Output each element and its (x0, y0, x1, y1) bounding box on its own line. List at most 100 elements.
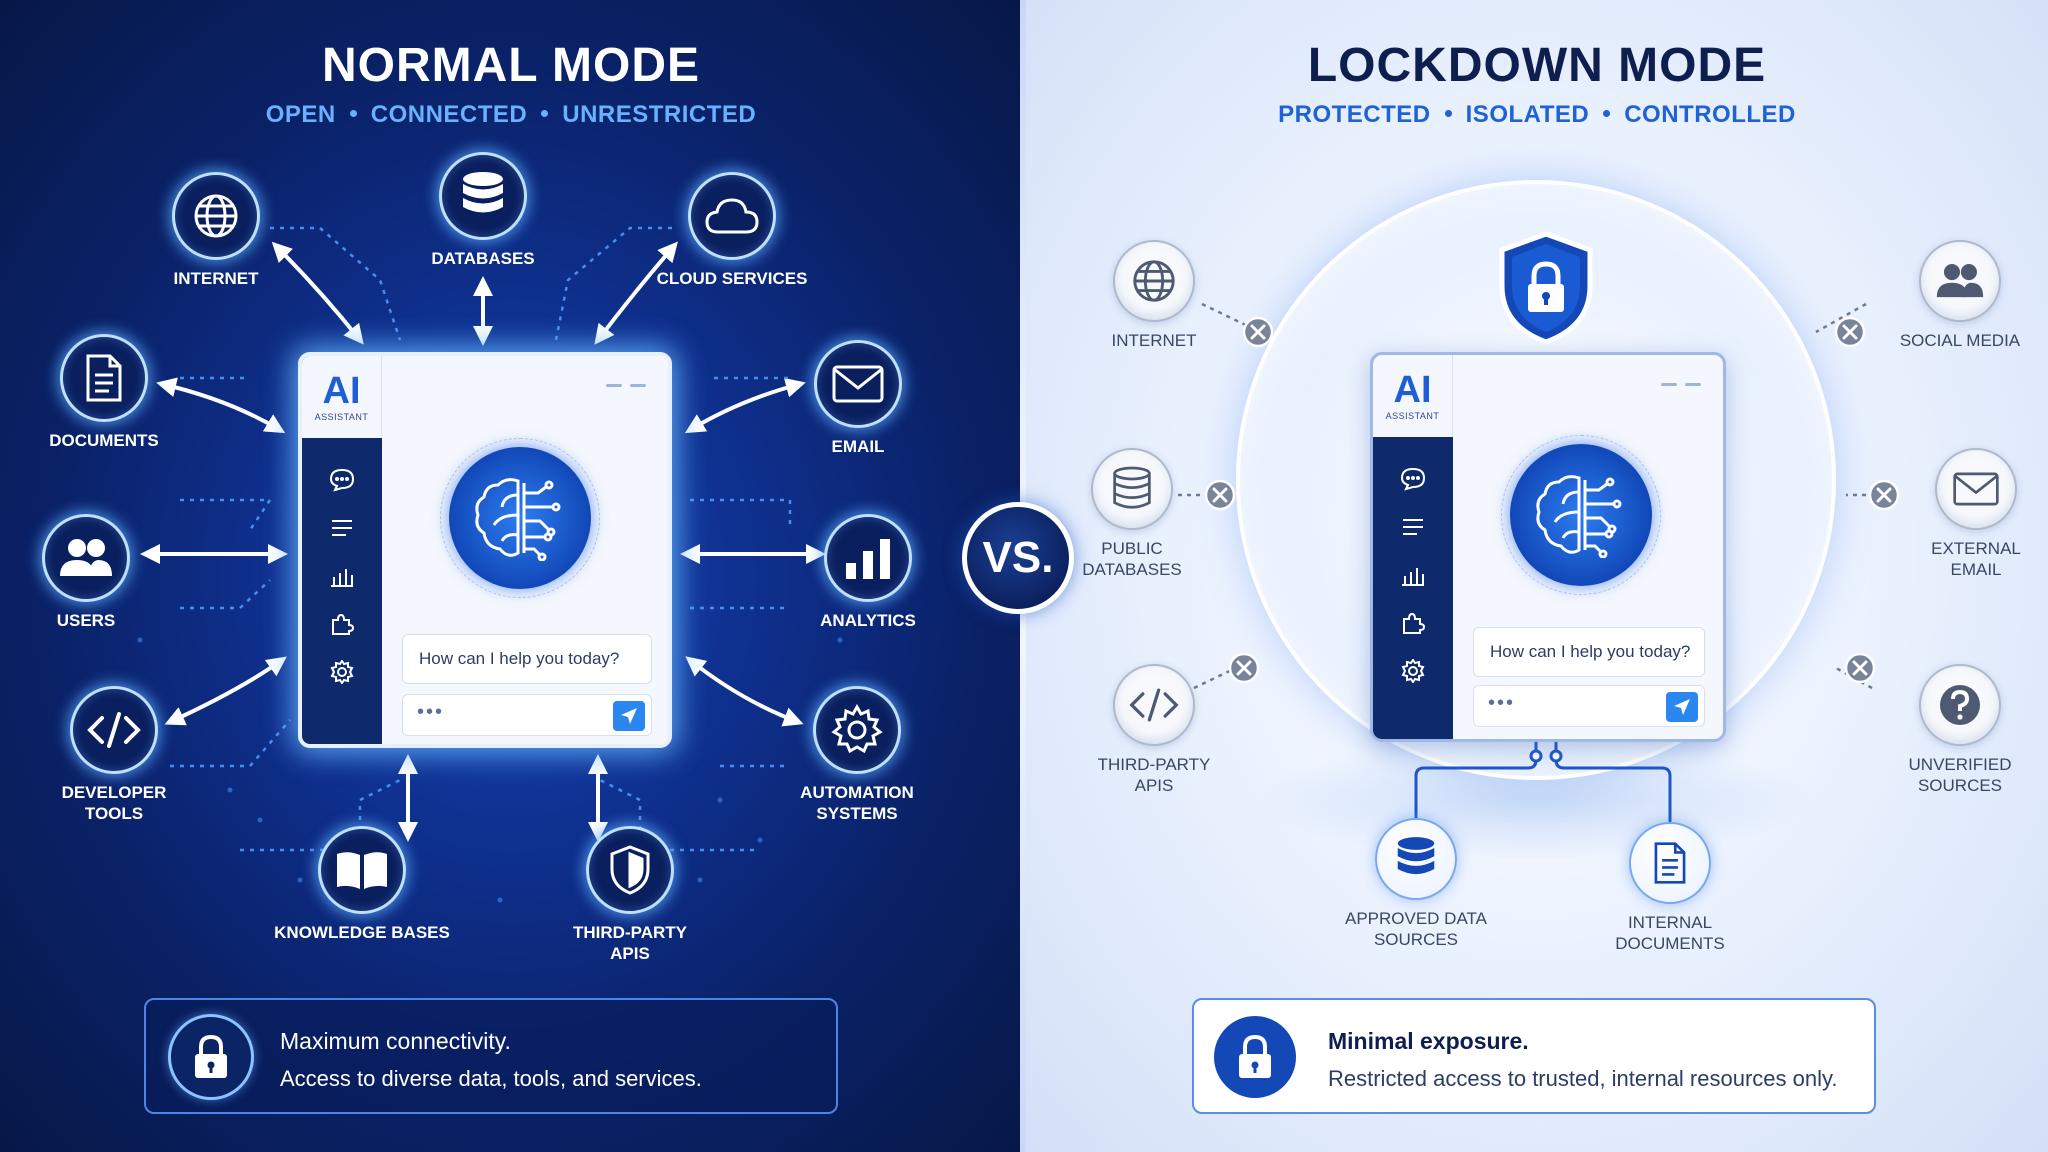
node-label: INTERNET (1111, 331, 1197, 350)
book-icon (318, 826, 406, 914)
vs-badge: VS. (962, 502, 1074, 614)
settings-icon[interactable] (302, 648, 382, 696)
ai-assistant-window: AI ASSISTANT (298, 352, 672, 748)
puzzle-icon[interactable] (302, 600, 382, 648)
send-button[interactable] (1666, 692, 1698, 722)
node-label: SOURCES (1917, 776, 2003, 795)
users-icon (1919, 240, 2001, 322)
node-label: DOCUMENTS (1615, 934, 1725, 953)
lockdown-mode-tags: PROTECTED ISOLATED CONTROLLED (1026, 101, 2048, 129)
bar-chart-icon[interactable] (302, 552, 382, 600)
node-label: EXTERNAL (1931, 539, 2021, 558)
node-cloud-services: CLOUD SERVICES (652, 172, 812, 289)
summary-text: Restricted access to trusted, internal r… (1328, 1066, 1838, 1091)
shield-lock-icon (1499, 231, 1593, 345)
node-external-email-blocked: EXTERNAL EMAIL (1906, 448, 2046, 580)
document-icon (1629, 822, 1711, 904)
shield-icon (586, 826, 674, 914)
node-unverified-sources-blocked: UNVERIFIED SOURCES (1880, 664, 2040, 796)
normal-mode-summary: Maximum connectivity. Access to diverse … (144, 998, 838, 1114)
normal-connection-lines (137, 226, 843, 903)
summary-title: Maximum connectivity. (280, 1028, 511, 1054)
window-controls (1653, 373, 1701, 391)
code-icon (1113, 664, 1195, 746)
input-placeholder-dots: ••• (417, 701, 445, 723)
node-label: EMAIL (831, 437, 885, 456)
tag-connected: CONNECTED (370, 101, 528, 128)
normal-mode-tags: OPEN CONNECTED UNRESTRICTED (0, 101, 1022, 129)
assistant-prompt: How can I help you today? (402, 634, 652, 684)
tag-protected: PROTECTED (1278, 101, 1431, 128)
node-third-party-apis-blocked: THIRD-PARTY APIS (1084, 664, 1224, 796)
logo-subtitle: ASSISTANT (1385, 411, 1440, 421)
chat-icon[interactable] (302, 456, 382, 504)
node-label: DOCUMENTS (49, 431, 159, 450)
node-email: EMAIL (788, 340, 928, 457)
node-label: PUBLIC (1101, 539, 1163, 558)
tag-isolated: ISOLATED (1465, 101, 1590, 128)
node-label: ANALYTICS (820, 611, 916, 630)
chat-input[interactable]: ••• (1473, 685, 1705, 727)
node-third-party-apis: THIRD-PARTY APIS (560, 826, 700, 964)
input-placeholder-dots: ••• (1488, 692, 1516, 714)
node-internet-blocked: INTERNET (1084, 240, 1224, 351)
settings-icon[interactable] (1373, 647, 1453, 695)
tag-controlled: CONTROLLED (1624, 101, 1796, 128)
assistant-prompt: How can I help you today? (1473, 627, 1705, 677)
brain-emblem (440, 438, 600, 598)
database-icon (1375, 818, 1457, 900)
send-button[interactable] (613, 701, 645, 731)
node-label: SYSTEMS (816, 804, 898, 823)
tag-open: OPEN (265, 101, 336, 128)
chat-icon[interactable] (1373, 455, 1453, 503)
node-label: DEVELOPER (61, 783, 167, 802)
bar-chart-icon[interactable] (1373, 551, 1453, 599)
assistant-sidebar: AI ASSISTANT (1373, 355, 1453, 739)
menu-icon[interactable] (302, 504, 382, 552)
separator-dot (1444, 110, 1452, 118)
node-label: CLOUD SERVICES (656, 269, 808, 288)
separator-dot (541, 110, 549, 118)
chat-input[interactable]: ••• (402, 694, 652, 736)
logo-subtitle: ASSISTANT (314, 412, 369, 422)
puzzle-icon[interactable] (1373, 599, 1453, 647)
node-label: APPROVED DATA (1344, 909, 1487, 928)
node-users: USERS (16, 514, 156, 631)
question-icon (1919, 664, 2001, 746)
node-approved-data-sources: APPROVED DATA SOURCES (1326, 818, 1506, 950)
menu-icon[interactable] (1373, 503, 1453, 551)
node-label: TOOLS (84, 804, 144, 823)
assistant-logo: AI ASSISTANT (1373, 355, 1453, 437)
logo-text: AI (322, 370, 361, 412)
lock-icon (1214, 1016, 1296, 1098)
node-label: UNVERIFIED (1908, 755, 2012, 774)
node-analytics: ANALYTICS (798, 514, 938, 631)
node-knowledge-bases: KNOWLEDGE BASES (262, 826, 462, 943)
code-icon (70, 686, 158, 774)
database-icon (1091, 448, 1173, 530)
node-label: SOURCES (1373, 930, 1459, 949)
assistant-logo: AI ASSISTANT (302, 356, 382, 438)
node-documents: DOCUMENTS (34, 334, 174, 451)
gear-icon (813, 686, 901, 774)
node-social-media-blocked: SOCIAL MEDIA (1880, 240, 2040, 351)
node-databases: DATABASES (408, 152, 558, 269)
node-internet: INTERNET (146, 172, 286, 289)
bar-chart-icon (824, 514, 912, 602)
summary-title: Minimal exposure. (1328, 1028, 1529, 1054)
tag-unrestricted: UNRESTRICTED (562, 101, 757, 128)
node-label: EMAIL (1950, 560, 2002, 579)
sidebar-icons (302, 456, 382, 696)
node-label: INTERNET (173, 269, 259, 288)
node-label: DATABASES (431, 249, 535, 268)
node-label: APIS (610, 944, 650, 963)
brain-emblem (1501, 435, 1661, 595)
globe-icon (172, 172, 260, 260)
mail-icon (1935, 448, 2017, 530)
node-label: KNOWLEDGE BASES (274, 923, 450, 942)
brain-circuit-icon (449, 447, 591, 589)
node-developer-tools: DEVELOPER TOOLS (44, 686, 184, 824)
users-icon (42, 514, 130, 602)
lockdown-mode-title: LOCKDOWN MODE (1307, 39, 1767, 92)
